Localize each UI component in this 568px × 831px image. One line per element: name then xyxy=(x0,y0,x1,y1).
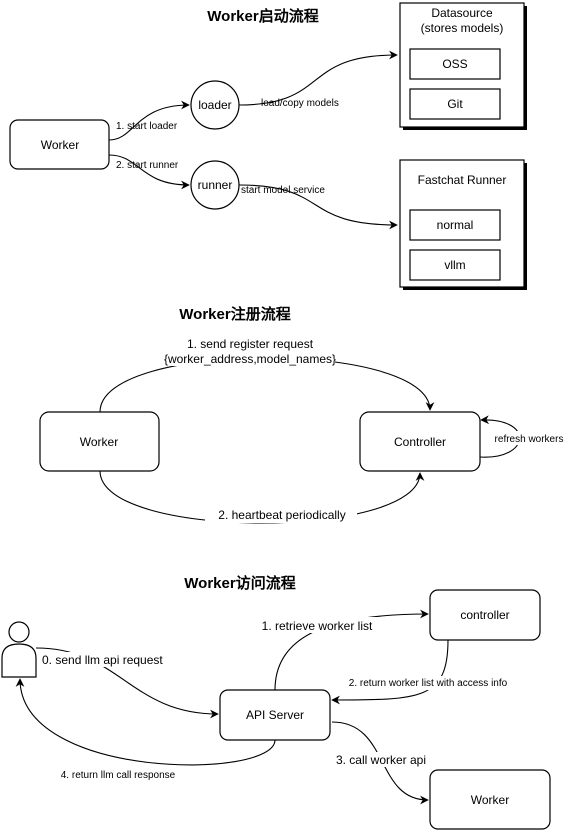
edge-return-worker-list xyxy=(331,639,449,705)
return-llm-response-label: 4. return llm call response xyxy=(61,770,176,781)
register-controller-label: Controller xyxy=(394,435,446,449)
api-server-label: API Server xyxy=(246,708,304,722)
access-controller-label: controller xyxy=(460,608,509,622)
access-worker-node[interactable] xyxy=(429,769,551,830)
register-title: Worker注册流程 xyxy=(179,305,290,323)
return-worker-list-label: 2. return worker list with access info xyxy=(349,678,508,689)
oss-label: OSS xyxy=(442,57,467,71)
startup-worker-label: Worker xyxy=(41,138,79,152)
heartbeat-label: 2. heartbeat periodically xyxy=(218,508,345,522)
fastchat-runner-title: Fastchat Runner xyxy=(418,173,507,187)
normal-node[interactable] xyxy=(409,209,501,241)
register-worker-label: Worker xyxy=(80,435,118,449)
git-node[interactable] xyxy=(409,88,501,120)
normal-label: normal xyxy=(437,218,474,232)
access-controller-node[interactable] xyxy=(429,589,541,641)
refresh-workers-label: refresh workers xyxy=(495,434,564,445)
startup-worker-node[interactable] xyxy=(9,119,110,170)
vllm-node[interactable] xyxy=(409,249,501,281)
runner-label: runner xyxy=(198,178,233,192)
register-request-line1: 1. send register request xyxy=(187,337,314,351)
edge-label-start-loader: 1. start loader xyxy=(116,121,178,132)
edge-label-load-copy: load/copy models xyxy=(261,98,339,109)
register-controller-node[interactable] xyxy=(359,411,481,472)
register-request-line2: {worker_address,model_names} xyxy=(164,352,336,366)
edge-runner-to-fastchat xyxy=(238,184,398,230)
send-llm-request-label: 0. send llm api request xyxy=(42,653,163,667)
edge-loader-to-datasource xyxy=(238,50,398,106)
access-title: Worker访问流程 xyxy=(184,574,295,592)
datasource-title: Datasource xyxy=(431,6,493,20)
loader-label: loader xyxy=(198,98,231,112)
call-worker-api-label: 3. call worker api xyxy=(336,753,426,767)
user-actor-icon xyxy=(1,621,37,678)
edge-label-start-runner: 2. start runner xyxy=(116,160,179,171)
startup-title: Worker启动流程 xyxy=(207,7,318,25)
oss-node[interactable] xyxy=(409,48,501,80)
edge-label-start-service: start model service xyxy=(241,185,325,196)
access-worker-label: Worker xyxy=(471,793,509,807)
edge-worker-to-runner xyxy=(108,154,190,190)
edge-worker-to-loader xyxy=(108,100,190,141)
datasource-subtitle: (stores models) xyxy=(421,21,504,35)
git-label: Git xyxy=(447,97,463,111)
retrieve-worker-list-label: 1. retrieve worker list xyxy=(262,619,373,633)
edge-return-llm-response xyxy=(15,678,276,766)
edge-send-llm-request xyxy=(35,647,219,719)
vllm-label: vllm xyxy=(444,258,465,272)
